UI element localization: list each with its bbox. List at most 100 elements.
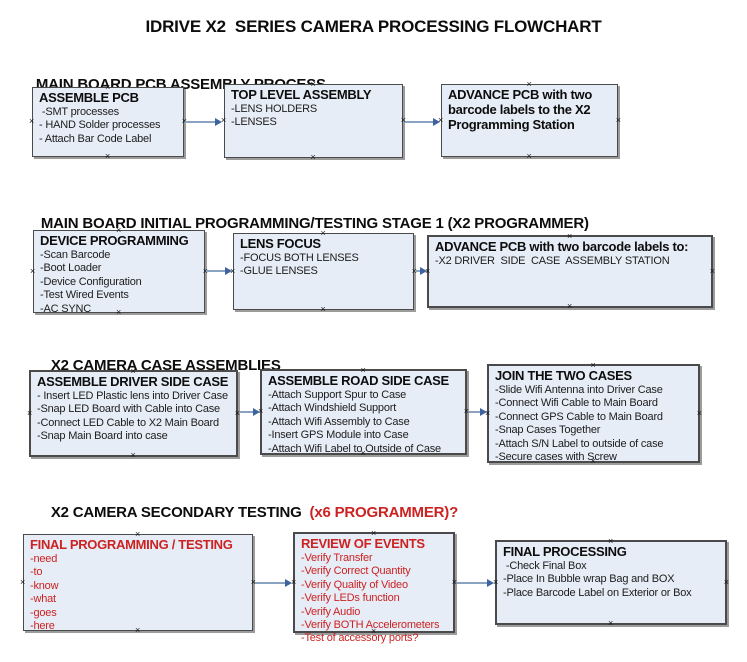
anchor-mark: × [310, 152, 316, 162]
box-assemble-pcb: ASSEMBLE PCB -SMT processes- HAND Solder… [29, 83, 187, 161]
anchor-mark: × [30, 265, 36, 276]
flow-arrow [240, 408, 260, 416]
anchor-mark: × [105, 151, 111, 161]
box-title: ADVANCE PCB with two barcode labels to: [435, 239, 689, 254]
box-title: ASSEMBLE ROAD SIDE CASE [268, 373, 449, 388]
anchor-mark: × [526, 151, 532, 161]
box-line: -Verify Correct Quantity [301, 565, 411, 578]
box-line: -LENS HOLDERS [231, 103, 318, 115]
anchor-mark: × [608, 618, 614, 628]
anchor-mark: × [182, 117, 187, 126]
box-line: -Scan Barcode [40, 249, 111, 261]
box-title: JOIN THE TWO CASES [495, 368, 632, 383]
box-line: -Connect GPS Cable to Main Board [495, 410, 663, 423]
box-assemble-road-side-case: ASSEMBLE ROAD SIDE CASE -Attach Support … [258, 365, 469, 458]
anchor-mark: × [234, 407, 240, 418]
box-line: -need [30, 553, 58, 565]
box-assemble-driver-side-case: ASSEMBLE DRIVER SIDE CASE - Insert LED P… [27, 366, 240, 460]
box-line: -Attach Wifi Label to Outside of Case [268, 442, 441, 455]
box-title: ASSEMBLE DRIVER SIDE CASE [37, 374, 229, 389]
box-title: DEVICE PROGRAMMING [40, 233, 189, 248]
section-heading-text: MAIN BOARD INITIAL PROGRAMMING/TESTING S… [40, 215, 589, 232]
box-advance-pcb-to-programming-station: ADVANCE PCB with two barcode labels to t… [438, 80, 621, 161]
box-line: -Verify Transfer [301, 552, 373, 564]
flow-arrow [206, 267, 232, 275]
box-line: - Attach Bar Code Label [39, 132, 152, 145]
box-line: -Verify LEDs function [301, 592, 400, 605]
box-line: -Boot Loader [40, 262, 102, 275]
box-line: -FOCUS BOTH LENSES [240, 252, 359, 264]
box-items: - Insert LED Plastic lens into Driver Ca… [37, 390, 230, 444]
box-line: -Place Barcode Label on Exterior or Box [503, 586, 692, 599]
anchor-mark: × [116, 225, 122, 235]
box-review-of-events: REVIEW OF EVENTS -Verify Transfer-Verify… [291, 529, 457, 645]
box-line: -Secure cases with Screw [495, 451, 617, 464]
box-title: ASSEMBLE PCB [39, 90, 139, 105]
anchor-mark: × [723, 576, 729, 587]
anchor-mark: × [696, 407, 702, 418]
box-line: -AC SYNC [40, 302, 91, 315]
box-line: -Snap Cases Together [495, 424, 601, 437]
anchor-mark: × [360, 448, 366, 458]
box-line: -Connect Wifi Cable to Main Board [495, 397, 658, 410]
anchor-mark: × [250, 576, 256, 587]
anchor-mark: × [371, 626, 377, 636]
box-line: -to [30, 566, 43, 579]
anchor-mark: × [130, 366, 136, 376]
box-line: -Attach Wifi Assembly to Case [268, 415, 410, 428]
box-title: FINAL PROGRAMMING / TESTING [30, 537, 233, 552]
box-line: -Device Configuration [40, 275, 142, 288]
box-items: -Check Final Box-Place In Bubble wrap Ba… [503, 560, 719, 600]
box-line: -Place In Bubble wrap Bag and BOX [503, 573, 675, 586]
anchor-mark: × [425, 265, 431, 276]
box-lens-focus: LENS FOCUS -FOCUS BOTH LENSES-GLUE LENSE… [230, 229, 417, 314]
box-line: -Verify Quality of Video [301, 578, 408, 591]
anchor-mark: × [258, 406, 264, 416]
anchor-mark: × [485, 407, 491, 418]
anchor-mark: × [230, 265, 236, 276]
box-items: -LENS HOLDERS-LENSES [231, 103, 396, 130]
anchor-mark: × [320, 304, 326, 314]
box-line: -Verify BOTH Accelerometers [301, 619, 440, 632]
box-advance-pcb-to-driver-side-station: ADVANCE PCB with two barcode labels to: … [425, 232, 715, 311]
box-line: -what [30, 593, 56, 606]
box-title: FINAL PROCESSING [503, 544, 627, 559]
box-items: -X2 DRIVER SIDE CASE ASSEMBLY STATION [435, 255, 705, 268]
anchor-mark: × [608, 536, 614, 546]
flow-arrow [457, 579, 494, 587]
box-title: LENS FOCUS [240, 236, 321, 251]
box-line: - HAND Solder processes [39, 119, 161, 132]
anchor-mark: × [20, 576, 26, 587]
anchor-mark: × [27, 407, 33, 418]
box-line: -Connect LED Cable to X2 Main Board [37, 416, 219, 429]
box-items: -Attach Support Spur to Case-Attach Wind… [268, 389, 459, 456]
box-items: -SMT processes- HAND Solder processes- A… [39, 106, 177, 146]
anchor-mark: × [291, 576, 297, 587]
box-line: -X2 DRIVER SIDE CASE ASSEMBLY STATION [435, 255, 670, 267]
box-line: -know [30, 579, 59, 592]
box-line: -Verify Audio [301, 605, 361, 618]
anchor-mark: × [130, 450, 136, 460]
flow-arrow [469, 408, 487, 416]
box-title: ADVANCE PCB with two barcode labels to t… [448, 87, 592, 132]
anchor-mark: × [400, 115, 406, 125]
anchor-mark: × [590, 360, 596, 370]
box-title: REVIEW OF EVENTS [301, 536, 425, 551]
flow-arrow [405, 118, 440, 126]
anchor-mark: × [105, 82, 111, 92]
anchor-mark: × [709, 265, 715, 276]
flow-arrow [255, 579, 292, 587]
box-items: -Slide Wifi Antenna into Driver Case-Con… [495, 384, 692, 464]
box-line: -Insert GPS Module into Case [268, 429, 409, 442]
anchor-mark: × [567, 301, 573, 311]
anchor-mark: × [221, 115, 227, 125]
box-line: -LENSES [231, 116, 277, 129]
box-title: TOP LEVEL ASSEMBLY [231, 87, 372, 102]
anchor-mark: × [320, 228, 326, 238]
box-line: -Attach Support Spur to Case [268, 389, 407, 401]
anchor-mark: × [412, 266, 417, 276]
anchor-mark: × [360, 365, 366, 375]
box-items: -Scan Barcode-Boot Loader-Device Configu… [40, 249, 198, 316]
box-line: - Insert LED Plastic lens into Driver Ca… [37, 390, 228, 402]
anchor-mark: × [116, 307, 122, 317]
